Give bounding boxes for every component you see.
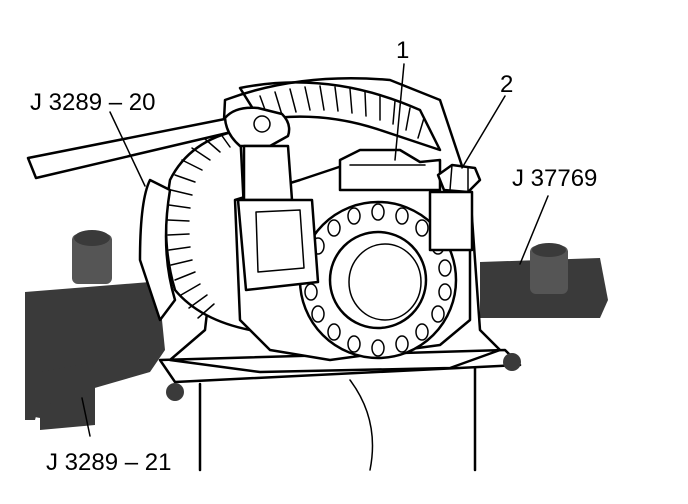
leader-callout-2 [461, 95, 506, 169]
leader-callout-1 [394, 63, 405, 161]
holding-fixture-left [25, 230, 165, 430]
label-j3289-21: J 3289 – 21 [46, 449, 171, 476]
leader-j3289-21 [81, 397, 91, 437]
leader-j3289-20 [109, 111, 146, 187]
holding-fixture-right [480, 243, 608, 318]
ring-gear [164, 81, 442, 332]
label-callout-2: 2 [500, 71, 513, 98]
leader-j37769 [519, 195, 549, 265]
label-j3289-20: J 3289 – 20 [30, 89, 155, 116]
label-callout-1: 1 [396, 37, 409, 64]
bearing-cap-bolt [428, 163, 482, 252]
label-j37769: J 37769 [512, 165, 597, 192]
spanner-tool [26, 106, 320, 322]
leader-lines [81, 63, 549, 437]
